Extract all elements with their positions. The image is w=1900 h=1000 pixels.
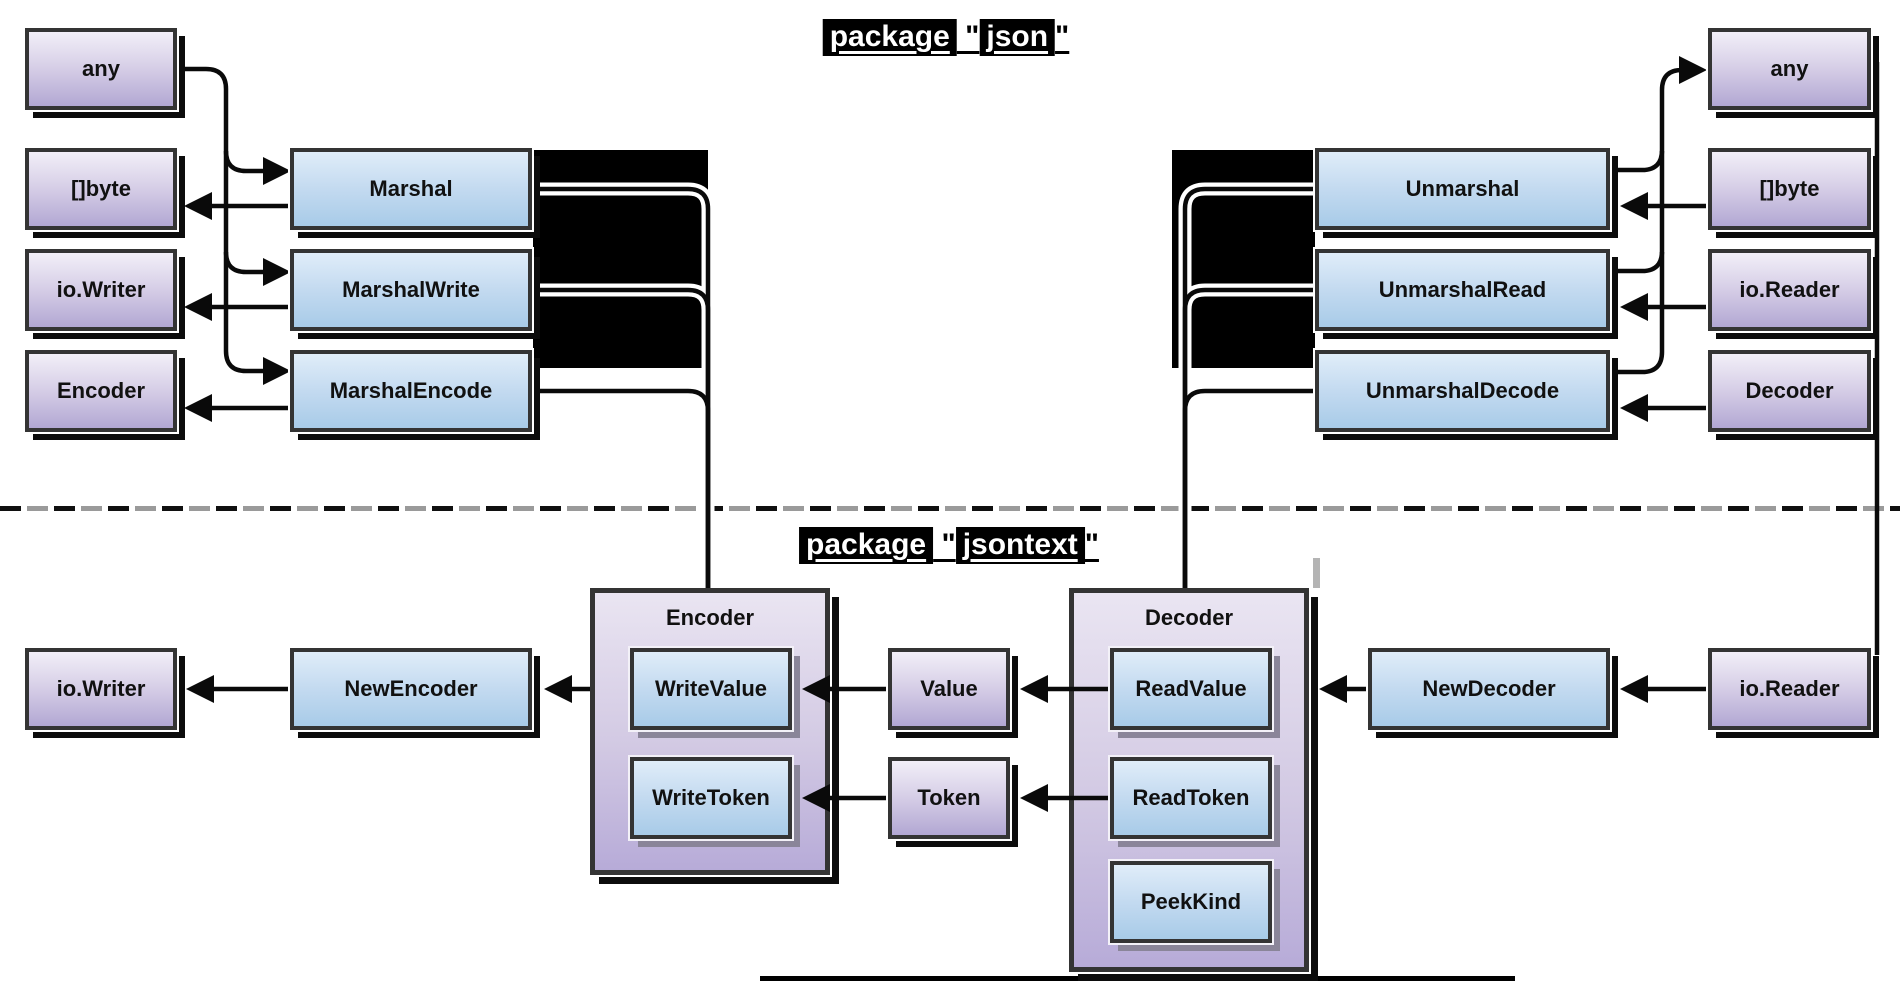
type-box-decoder-right: Decoder: [1708, 350, 1871, 432]
arrowhead-into-value: [1020, 675, 1048, 703]
jsontext-title-close-quote: ": [1084, 528, 1099, 561]
unmarshalread-to-any-line: [1610, 151, 1665, 274]
json-package-title-link[interactable]: package "json": [822, 19, 1070, 56]
func-box-unmarshal: Unmarshal: [1315, 148, 1610, 230]
unmarshaldecode-pipe: [1182, 388, 1315, 588]
arrowhead-into-marshalwrite: [263, 258, 291, 286]
arrowhead-into-marshal: [263, 157, 291, 185]
arrowhead-into-newencoder: [544, 675, 572, 703]
arrowhead-into-iowriter-bottom: [186, 675, 214, 703]
any-to-marshal-line: [177, 66, 263, 174]
jsontext-title-word-package: package: [799, 527, 934, 564]
func-box-newencoder: NewEncoder: [290, 648, 532, 730]
arrowhead-into-marshalencode: [263, 357, 291, 385]
arrowhead-into-token: [1020, 784, 1048, 812]
method-box-writevalue: WriteValue: [630, 648, 792, 730]
func-box-marshal: Marshal: [290, 148, 532, 230]
type-box-iowriter-left: io.Writer: [25, 249, 177, 331]
type-box-ioreader-right: io.Reader: [1708, 249, 1871, 331]
type-box-ioreader-bottom: io.Reader: [1708, 648, 1871, 730]
type-box-any-right: any: [1708, 28, 1871, 110]
arrowhead-into-decoder-container: [1319, 675, 1347, 703]
type-box-encoder-left: Encoder: [25, 350, 177, 432]
any-to-marshalencode-line: [223, 252, 263, 374]
decoder-container-label: Decoder: [1144, 605, 1234, 630]
func-box-newdecoder: NewDecoder: [1368, 648, 1610, 730]
arrowhead-into-unmarshaldecode: [1620, 394, 1648, 422]
json-title-open-quote: ": [956, 20, 980, 53]
json-title-close-quote: ": [1055, 20, 1070, 53]
unmarshal-to-any-line: [1610, 67, 1683, 173]
type-box-token: Token: [888, 757, 1010, 839]
type-box-iowriter-bottom: io.Writer: [25, 648, 177, 730]
method-box-readtoken: ReadToken: [1110, 757, 1272, 839]
redacted-label-block-right: [1172, 150, 1315, 368]
marshalencode-pipe: [533, 388, 711, 588]
gray-marker: [1313, 558, 1320, 588]
func-box-marshalencode: MarshalEncode: [290, 350, 532, 432]
arrowhead-into-bytes-left: [184, 192, 212, 220]
type-box-any-left: any: [25, 28, 177, 110]
redacted-label-block-left: [533, 150, 708, 368]
func-box-unmarshaldecode: UnmarshalDecode: [1315, 350, 1610, 432]
json-title-word-package: package: [822, 19, 957, 56]
package-divider-dashed-line: [0, 506, 1900, 511]
arrowhead-into-any-right: [1679, 56, 1707, 84]
marshalencode-pipe-casing: [533, 384, 715, 588]
jsontext-title-open-quote: ": [933, 528, 956, 561]
any-to-marshalwrite-line: [223, 151, 263, 275]
jsontext-package-title-link[interactable]: package "jsontext": [799, 527, 1099, 564]
arrowhead-into-newdecoder: [1620, 675, 1648, 703]
jsontext-title-word-jsontext: jsontext: [955, 527, 1085, 564]
bottom-rule: [760, 976, 1515, 981]
type-box-bytes-right: []byte: [1708, 148, 1871, 230]
method-box-writetoken: WriteToken: [630, 757, 792, 839]
json-title-word-json: json: [979, 19, 1056, 56]
func-box-marshalwrite: MarshalWrite: [290, 249, 532, 331]
func-box-unmarshalread: UnmarshalRead: [1315, 249, 1610, 331]
arrowhead-into-encoder-left: [184, 394, 212, 422]
arrowhead-into-unmarshal: [1620, 192, 1648, 220]
unmarshaldecode-to-any-line: [1610, 252, 1665, 375]
method-box-peekkind: PeekKind: [1110, 861, 1272, 943]
type-box-bytes-left: []byte: [25, 148, 177, 230]
encoder-container-label: Encoder: [665, 605, 755, 630]
arrowhead-into-iowriter-left: [184, 293, 212, 321]
type-box-value: Value: [888, 648, 1010, 730]
method-box-readvalue: ReadValue: [1110, 648, 1272, 730]
arrowhead-into-unmarshalread: [1620, 293, 1648, 321]
unmarshaldecode-pipe-casing: [1178, 384, 1315, 588]
